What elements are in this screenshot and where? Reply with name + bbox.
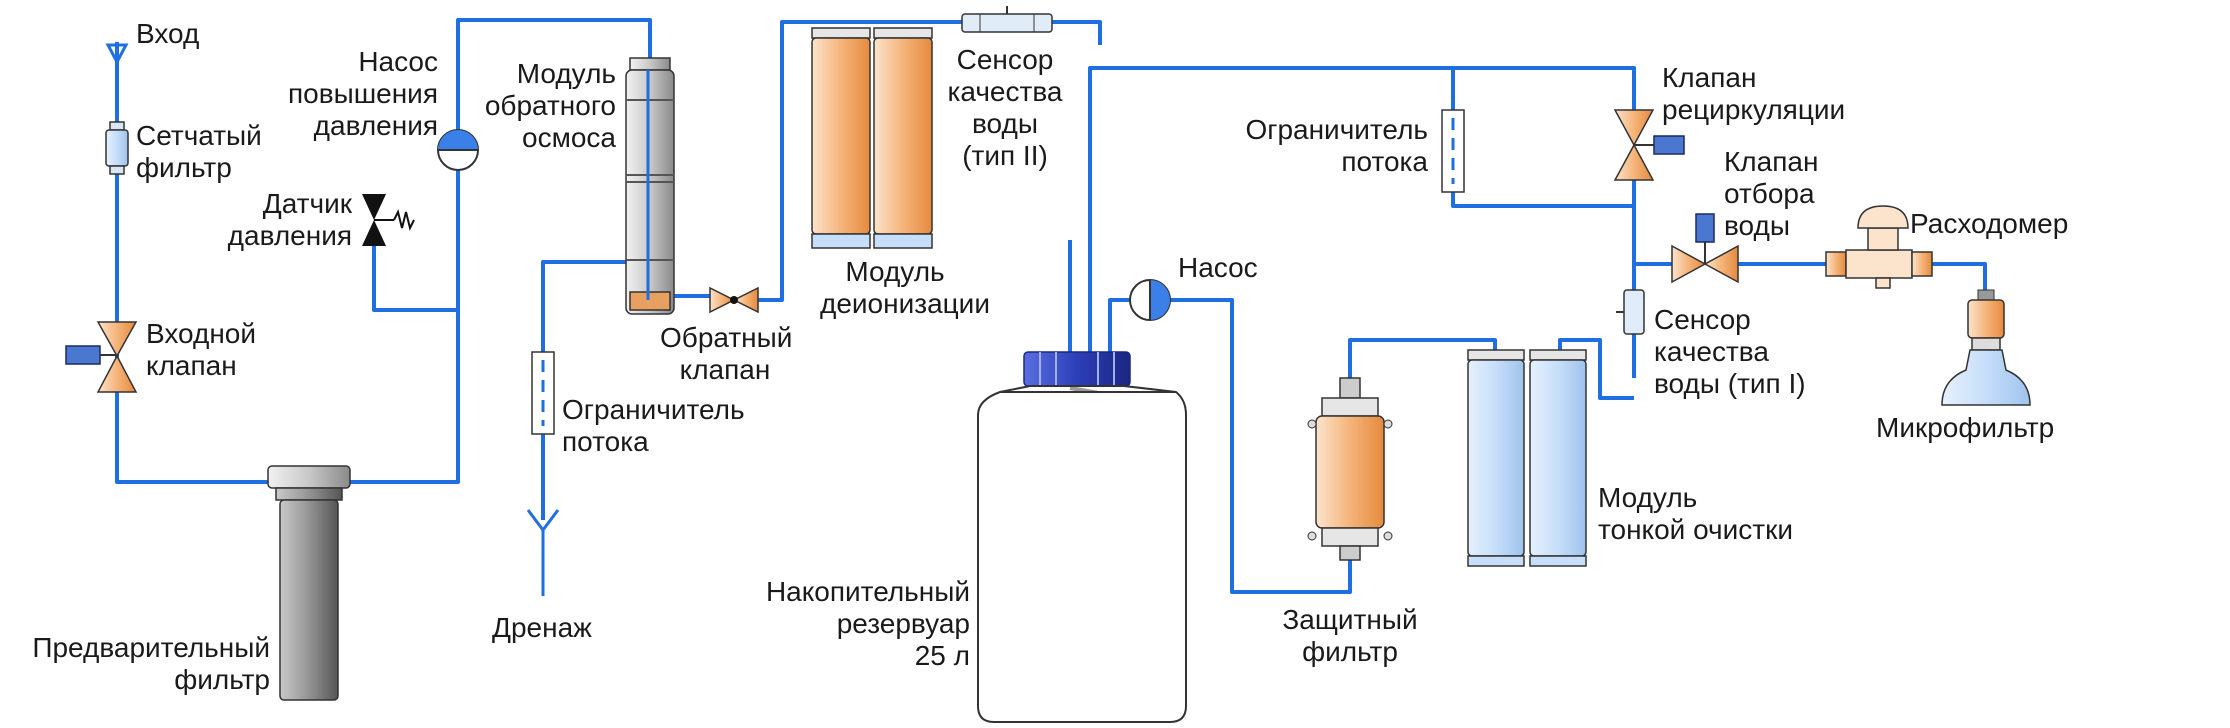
flow-limiter-right bbox=[1441, 109, 1465, 193]
check-valve bbox=[709, 286, 759, 314]
label-microfilter: Микрофильтр bbox=[1876, 412, 2055, 443]
label-flowmeter: Расходомер bbox=[1910, 208, 2069, 239]
flowmeter bbox=[1825, 205, 1933, 289]
recirc-valve bbox=[1613, 109, 1685, 181]
prefilter-housing bbox=[267, 465, 351, 701]
polish-module bbox=[1467, 349, 1587, 567]
sensor-type1 bbox=[1616, 289, 1645, 335]
mesh-filter bbox=[105, 121, 129, 175]
flow-limiter-left bbox=[531, 351, 555, 435]
ro-module bbox=[625, 57, 675, 315]
label-pump: Насос bbox=[1178, 252, 1258, 283]
pump bbox=[1129, 279, 1171, 321]
label-inlet: Вход bbox=[136, 18, 200, 49]
inlet-valve bbox=[65, 321, 138, 393]
sensor-type2 bbox=[961, 6, 1053, 33]
storage-tank bbox=[977, 351, 1187, 723]
microfilter bbox=[1941, 289, 2031, 406]
label-drain: Дренаж bbox=[492, 612, 592, 643]
deion-module bbox=[811, 27, 933, 249]
guard-filter bbox=[1307, 377, 1393, 561]
dispense-valve bbox=[1671, 213, 1739, 284]
pressure-sensor bbox=[362, 194, 415, 246]
booster-pump bbox=[437, 129, 479, 171]
drain-symbol bbox=[526, 509, 560, 596]
inlet-arrow bbox=[105, 43, 129, 66]
